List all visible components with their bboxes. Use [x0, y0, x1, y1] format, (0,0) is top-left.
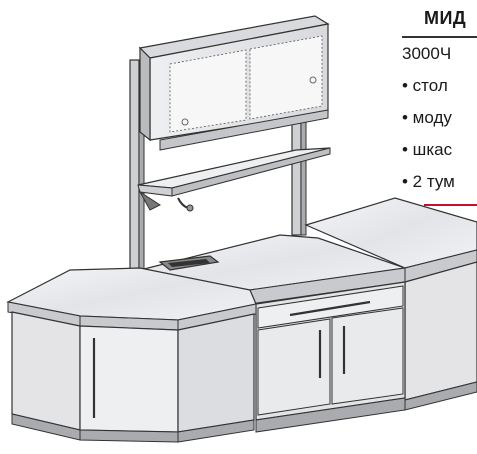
middle-cabinet: [249, 267, 406, 433]
spec-item: • шкас: [402, 140, 453, 159]
product-title: МИД: [424, 8, 467, 28]
left-countertop: [6, 267, 257, 331]
spec-item: • 2 тум: [402, 172, 455, 191]
spec-model: 3000Ч: [402, 44, 452, 63]
right-countertop: [304, 197, 477, 411]
divider: [402, 36, 477, 38]
accent-divider: [424, 204, 477, 206]
faucet-icon: [177, 197, 194, 212]
spec-item: • моду: [402, 108, 452, 127]
sink-icon: [158, 255, 220, 271]
spec-item: • стол: [402, 76, 448, 95]
left-cabinet: [11, 311, 255, 443]
shelf: [137, 147, 331, 212]
wall-cabinet: [138, 15, 330, 151]
spec-list: 3000Ч • стол • моду • шкас • 2 тум: [402, 36, 477, 206]
